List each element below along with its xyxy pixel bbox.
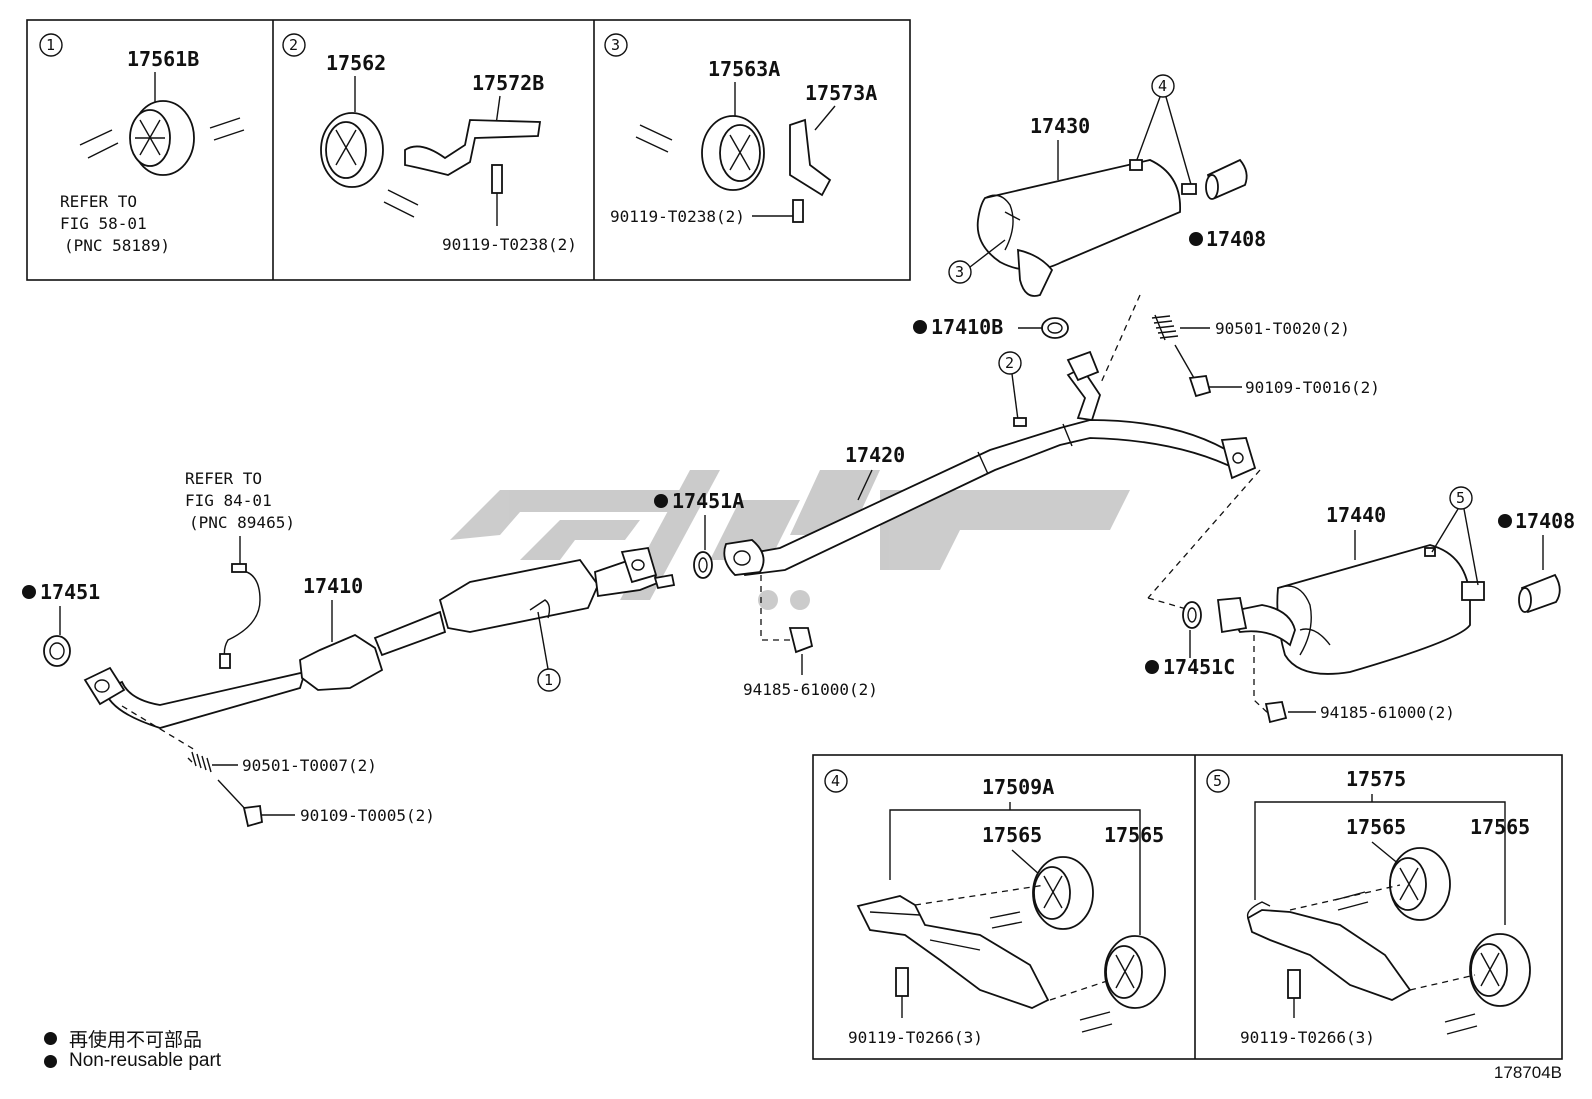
spring-90501-T0007: 90501-T0007(2) xyxy=(242,756,377,775)
part-17563A-label: 17563A xyxy=(708,57,780,81)
legend-non-reusable-cn: 再使用不可部品 xyxy=(44,1025,202,1052)
part-17420-label: 17420 xyxy=(845,443,905,467)
panel-2: 2 17562 17572B 90119-T0238(2) xyxy=(282,33,577,254)
ref-fig-84-line1: REFER TO xyxy=(185,469,262,488)
gasket-17451A: 17451A xyxy=(654,489,744,579)
spring-bolt-front: 90501-T0007(2) 90109-T0005(2) xyxy=(121,705,435,828)
panel-4-number: 4 xyxy=(831,772,840,790)
legend-non-reusable-en: Non-reusable part xyxy=(44,1050,221,1072)
side-muffler-17440: 17440 5 xyxy=(1147,486,1485,716)
bolt-90119-T0238-p2: 90119-T0238(2) xyxy=(442,235,577,254)
gasket-17451C: 17451C xyxy=(1145,601,1235,679)
callout-4-top: 4 xyxy=(1158,77,1167,95)
ref-fig-58-line1: REFER TO xyxy=(60,192,137,211)
bolt-90109-T0016: 90109-T0016(2) xyxy=(1245,378,1380,397)
nut-94185-61000-side: 94185-61000(2) xyxy=(1320,703,1455,722)
detail-panels-bottom xyxy=(812,754,1563,1060)
part-17565-a-p4: 17565 xyxy=(982,823,1042,847)
part-17410B-label: 17410B xyxy=(931,315,1003,339)
panel-3-number: 3 xyxy=(611,36,620,54)
non-reusable-dot xyxy=(913,320,927,334)
callout-1: 1 xyxy=(544,671,553,689)
part-17565-a-p5: 17565 xyxy=(1346,815,1406,839)
ref-fig-58-line2: FIG 58-01 xyxy=(60,214,147,233)
legend-cn-text: 再使用不可部品 xyxy=(69,1030,203,1051)
part-17562-label: 17562 xyxy=(326,51,386,75)
non-reusable-dot xyxy=(22,585,36,599)
panel-1-number: 1 xyxy=(46,36,55,54)
panel-2-number: 2 xyxy=(289,36,298,54)
part-17565-b-p5: 17565 xyxy=(1470,815,1530,839)
panel-5: 5 17575 17565 17565 90119-T0266(3) xyxy=(1206,767,1531,1047)
callout-5-main: 5 xyxy=(1456,489,1465,507)
ref-fig-84-line2: FIG 84-01 xyxy=(185,491,272,510)
panel-3: 3 17563A 17573A 90119-T0238(2) xyxy=(604,33,877,226)
part-17430-label: 17430 xyxy=(1030,114,1090,138)
nut-94185-mid: 94185-61000(2) xyxy=(743,575,878,699)
part-17575-label: 17575 xyxy=(1346,767,1406,791)
part-17573A-label: 17573A xyxy=(805,81,877,105)
oxygen-sensor-ref: REFER TO FIG 84-01 (PNC 89465) xyxy=(185,469,295,669)
gasket-17451: 17451 xyxy=(22,580,100,667)
non-reusable-dot xyxy=(1189,232,1203,246)
non-reusable-dot xyxy=(1145,660,1159,674)
panel-4: 4 17509A 17565 17565 90119-T0266(3) xyxy=(824,769,1166,1047)
bolt-90119-T0266-p5: 90119-T0266(3) xyxy=(1240,1028,1375,1047)
center-pipe-17420: 17420 2 xyxy=(723,350,1261,599)
callout-3: 3 xyxy=(955,263,964,281)
legend-en-text: Non-reusable part xyxy=(69,1050,222,1071)
nut-94185-side: 94185-61000(2) xyxy=(1264,701,1455,724)
bolt-90109-T0005: 90109-T0005(2) xyxy=(300,806,435,825)
non-reusable-dot xyxy=(654,494,668,508)
panel-1: 1 17561B REFER TO FIG 58-01 (PNC 58189) xyxy=(39,33,245,255)
diagram-id: 178704B xyxy=(1493,1063,1562,1082)
gasket-17410B: 17410B xyxy=(913,315,1069,339)
non-reusable-dot xyxy=(1498,514,1512,528)
part-17451C-label: 17451C xyxy=(1163,655,1235,679)
ref-fig-58-line3: (PNC 58189) xyxy=(64,236,170,255)
tail-tip-17408-top: 17408 xyxy=(1189,158,1266,251)
bolt-90119-T0238-p3: 90119-T0238(2) xyxy=(610,207,745,226)
non-reusable-dot-icon xyxy=(44,1032,57,1045)
bolt-90119-T0266-p4: 90119-T0266(3) xyxy=(848,1028,983,1047)
part-17410-label: 17410 xyxy=(303,574,363,598)
part-17565-b-p4: 17565 xyxy=(1104,823,1164,847)
part-17561B-label: 17561B xyxy=(127,47,199,71)
spring-90501-T0020: 90501-T0020(2) xyxy=(1215,319,1350,338)
part-17572B-label: 17572B xyxy=(472,71,544,95)
panel-5-number: 5 xyxy=(1213,772,1222,790)
part-17451A-label: 17451A xyxy=(672,489,744,513)
part-17451-label: 17451 xyxy=(40,580,100,604)
non-reusable-dot-icon xyxy=(44,1054,57,1068)
nut-94185-61000-mid: 94185-61000(2) xyxy=(743,680,878,699)
front-pipe-17410: 17410 1 xyxy=(83,546,676,729)
rear-muffler-17430: 17430 4 3 xyxy=(948,74,1197,297)
tail-tip-17408-side: 17408 xyxy=(1498,509,1575,614)
part-17509A-label: 17509A xyxy=(982,775,1054,799)
callout-2: 2 xyxy=(1005,354,1014,372)
part-17408-top-label: 17408 xyxy=(1206,227,1266,251)
part-17440-label: 17440 xyxy=(1326,503,1386,527)
part-17408-side-label: 17408 xyxy=(1515,509,1575,533)
ref-fig-84-line3: (PNC 89465) xyxy=(189,513,295,532)
detail-panels-top xyxy=(26,19,911,281)
spring-bolt-top: 90501-T0020(2) 90109-T0016(2) xyxy=(1099,294,1380,398)
